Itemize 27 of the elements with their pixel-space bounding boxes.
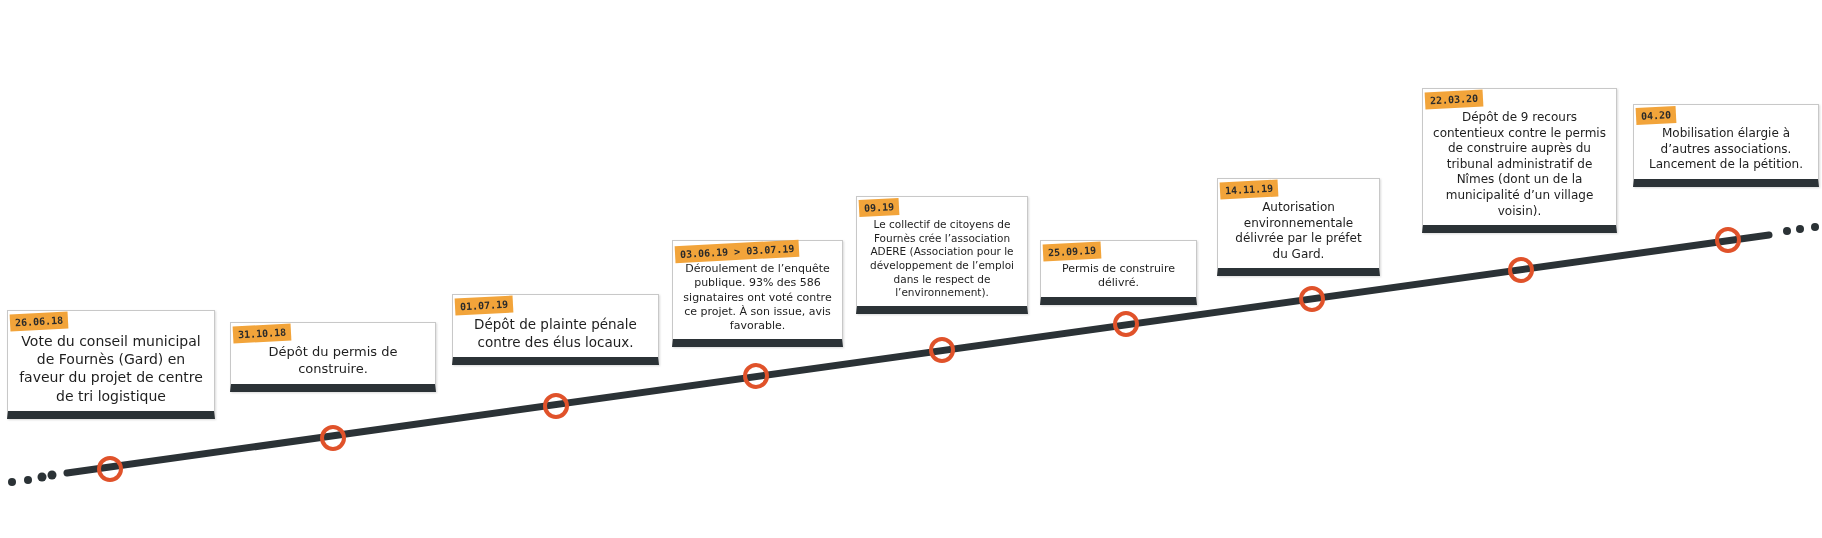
event-text: Dépôt de 9 recours contentieux contre le permis de construire auprès du tribunal administratif de Nîmes (dont un de la municipalité d’un village voisin). [1432,109,1607,220]
event-card [1422,88,1617,234]
date-tag: 25.09.19 [1042,241,1102,262]
event-text: Permis de construire délivré. [1061,261,1176,291]
event-text: Autorisation environnementale délivrée par le préfet du Gard. [1234,199,1363,263]
date-tag: 04.20 [1635,105,1677,126]
event-card [672,240,843,348]
date-tag: 26.06.18 [9,311,69,332]
event-card [856,196,1028,314]
event-text: Vote du conseil municipal de Fournès (Gard) en faveur du projet de centre de tri logistique [18,332,204,405]
date-tag: 14.11.19 [1219,179,1279,200]
event-text: Dépôt du permis de construire. [267,343,399,378]
event-text: Déroulement de l’enquête publique. 93% des 586 signataires ont voté contre ce projet. À son issue, avis favorable. [682,261,833,334]
event-card [1217,178,1380,277]
event-text: Dépôt de plainte pénale contre des élus locaux. [473,315,638,352]
event-text: Le collectif de citoyens de Fournès crée l’association ADERE (Association pour le développement de l’emploi dans le respect de l’environnement). [868,217,1016,300]
date-tag: 22.03.20 [1424,89,1484,110]
date-tag: 03.06.19 > 03.07.19 [674,239,800,264]
event-card [452,294,659,366]
event-text: Mobilisation élargie à d’autres associations. Lancement de la pétition. [1648,125,1804,173]
event-card [7,310,215,419]
date-tag: 09.19 [858,197,900,218]
event-card [230,322,436,392]
date-tag: 01.07.19 [454,295,514,316]
event-card [1040,240,1197,305]
event-card [1633,104,1819,187]
date-tag: 31.10.18 [232,323,292,344]
